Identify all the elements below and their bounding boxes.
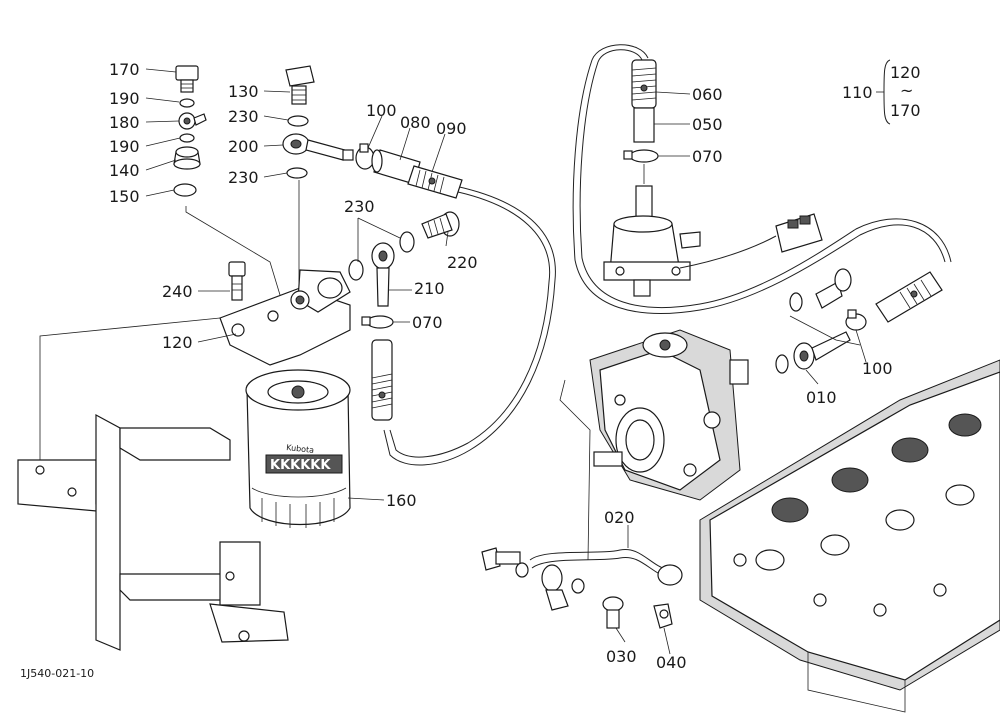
part-pipe-washer-a — [515, 562, 529, 578]
part-060-hose-spring — [631, 59, 657, 109]
callout-leaders — [145, 68, 867, 655]
part-230-washer-a — [287, 115, 309, 127]
mounting-bracket — [17, 413, 289, 651]
part-070-clamp-upper — [623, 149, 659, 163]
callout-210: 210 — [414, 279, 445, 298]
part-090-hose-spring — [407, 165, 463, 199]
callout-150: 150 — [109, 187, 140, 206]
callout-020: 020 — [604, 508, 635, 527]
cylinder-head — [699, 359, 1000, 713]
callout-240: 240 — [162, 282, 193, 301]
part-washer-inlet-b — [789, 292, 803, 312]
part-pipe-bolt-left — [481, 547, 521, 571]
range-note-to: 170 — [890, 101, 921, 120]
callout-090: 090 — [436, 119, 467, 138]
pump-inlet-fittings — [775, 268, 943, 374]
part-130-bolt — [285, 65, 315, 105]
callout-050: 050 — [692, 115, 723, 134]
callout-190-lower: 190 — [109, 137, 140, 156]
part-190-washer-lower — [179, 133, 195, 143]
part-bolt-inlet — [815, 268, 852, 309]
part-010-banjo — [793, 331, 851, 370]
range-note-from: 120 — [890, 63, 921, 82]
part-140-plug — [173, 146, 201, 170]
pump-harness-connector — [679, 213, 823, 269]
callout-230-b: 230 — [228, 168, 259, 187]
part-240-bolt — [228, 261, 246, 301]
part-220-bolt — [421, 211, 460, 239]
callout-230-c: 230 — [344, 197, 375, 216]
callout-060: 060 — [692, 85, 723, 104]
callout-010: 010 — [806, 388, 837, 407]
callout-160: 160 — [386, 491, 417, 510]
filter-mark-label: KKKKKK — [270, 458, 331, 473]
part-150-gasket — [173, 183, 197, 197]
callout-220: 220 — [447, 253, 478, 272]
fuel-hoses — [383, 44, 952, 466]
callout-100-lower: 100 — [862, 359, 893, 378]
part-050-hose — [633, 107, 655, 143]
callout-labels: 170 190 180 190 140 150 130 230 200 230 … — [109, 60, 893, 672]
filter-brand-label: Kubota — [286, 443, 315, 455]
part-200-banjo — [282, 133, 354, 161]
callout-200: 200 — [228, 137, 259, 156]
part-210-banjo — [371, 242, 395, 307]
range-note-sep: ~ — [900, 81, 913, 100]
part-pipe-nut-right — [657, 564, 683, 586]
head-ports — [733, 413, 982, 617]
part-pipe-washer-b — [571, 578, 585, 594]
drawing-code: 1J540-021-10 — [20, 667, 94, 680]
part-230-washer-d — [348, 259, 364, 281]
callout-030: 030 — [606, 647, 637, 666]
callout-180: 180 — [109, 113, 140, 132]
part-hose-lower — [371, 339, 393, 421]
part-070-clamp-left — [361, 315, 394, 329]
part-100-clamp-lower — [845, 309, 867, 331]
injection-pipe-group — [481, 547, 683, 629]
electric-pump-body — [603, 185, 701, 297]
callout-140: 140 — [109, 161, 140, 180]
electric-fuel-pump-assembly — [603, 59, 823, 297]
part-230-washer-b — [286, 167, 308, 179]
part-030-bolt — [602, 596, 624, 629]
callout-070-left: 070 — [412, 313, 443, 332]
part-120-filter-head — [219, 269, 351, 366]
part-040-clip — [653, 603, 673, 629]
part-hose-inlet — [875, 271, 943, 323]
range-note: 110 120 ~ 170 — [842, 59, 921, 125]
callout-080: 080 — [400, 113, 431, 132]
part-230-washer-c — [399, 231, 415, 253]
part-190-washer-upper — [179, 98, 195, 108]
callout-100-upper: 100 — [366, 101, 397, 120]
part-160-filter-cartridge: Kubota KKKKKK — [245, 369, 351, 528]
callout-130: 130 — [228, 82, 259, 101]
part-washer-inlet-a — [775, 354, 789, 374]
callout-120: 120 — [162, 333, 193, 352]
part-170-bolt — [175, 65, 199, 93]
callout-170: 170 — [109, 60, 140, 79]
injection-pump — [589, 329, 749, 501]
callout-070-upper: 070 — [692, 147, 723, 166]
part-pipe-banjo — [541, 564, 569, 611]
part-100-clamp-upper — [355, 143, 375, 170]
callout-040: 040 — [656, 653, 687, 672]
filter-assembly: Kubota KKKKKK — [17, 65, 463, 651]
range-note-ref: 110 — [842, 83, 873, 102]
part-180-fitting — [178, 112, 207, 130]
callout-190-upper: 190 — [109, 89, 140, 108]
callout-230-a: 230 — [228, 107, 259, 126]
